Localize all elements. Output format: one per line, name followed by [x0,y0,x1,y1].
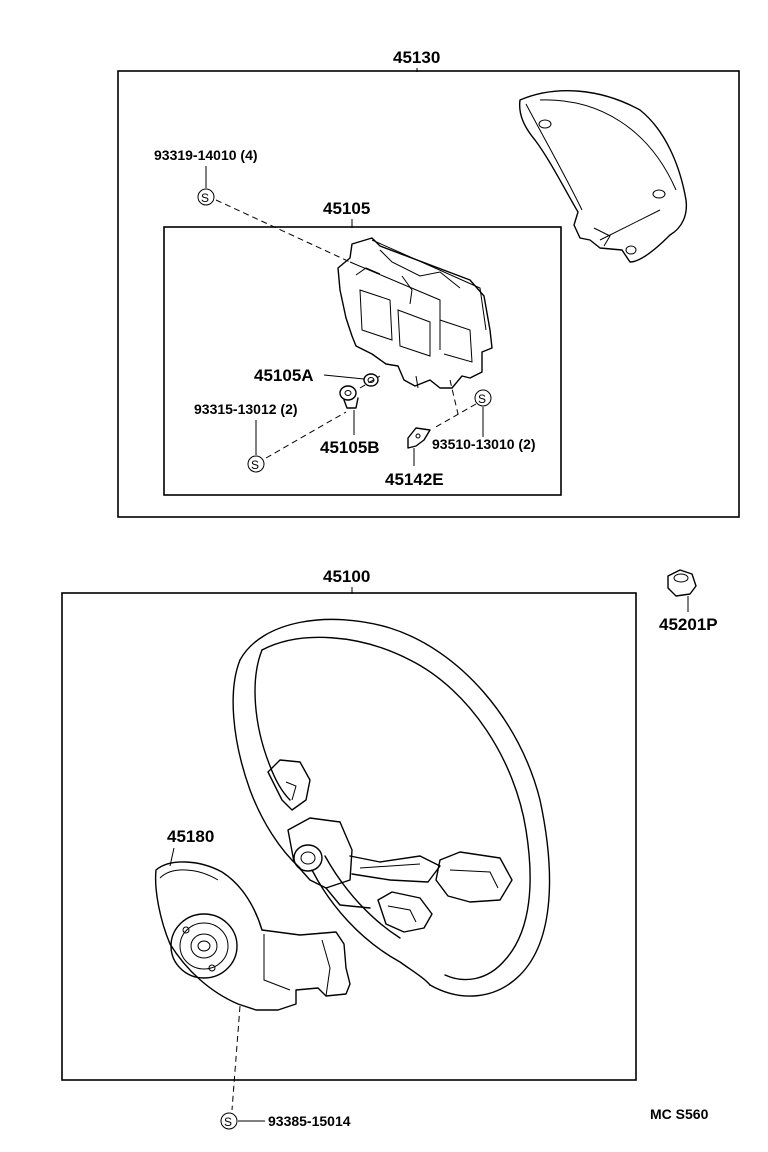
part-45105A [363,373,379,387]
screw-symbol-top: S [197,188,215,206]
label-93510-13010: 93510-13010 (2) [432,436,536,452]
screw-symbol-bottom: S [220,1112,238,1130]
label-45142E: 45142E [385,470,444,489]
svg-text:S: S [251,458,259,472]
screw-symbol-right: S [474,389,492,407]
part-45105B [339,385,359,409]
svg-text:S: S [478,392,486,406]
pad-cover-part [518,89,688,263]
label-45201P: 45201P [659,615,718,634]
label-93315-13012: 93315-13012 (2) [194,401,298,417]
bracket-frame [163,226,562,496]
nut-45201P-part [667,569,697,612]
pad-assembly-frame [117,70,740,518]
steering-wheel-part [232,618,551,997]
wheel-assembly-frame [61,592,637,1081]
label-45105B: 45105B [320,438,380,457]
label-45180: 45180 [167,827,214,846]
wheel-assembly-group: 45100 45180 [61,567,637,1111]
figure-code: MC S560 [650,1106,709,1122]
label-45100: 45100 [323,567,370,586]
label-45130: 45130 [393,48,440,67]
svg-text:S: S [224,1115,232,1129]
label-45105A: 45105A [254,366,314,385]
label-45105: 45105 [323,199,370,218]
part-45142E [407,427,431,449]
label-93385-15014: 93385-15014 [268,1113,351,1129]
label-93319-14010: 93319-14010 (4) [154,147,258,163]
pad-assembly-group: 45130 93319-14010 (4) S 45105 [117,48,740,518]
svg-text:S: S [201,191,209,205]
bracket-part [337,237,493,389]
screw-symbol-left: S [247,455,265,473]
cover-45180-part [154,861,351,1011]
